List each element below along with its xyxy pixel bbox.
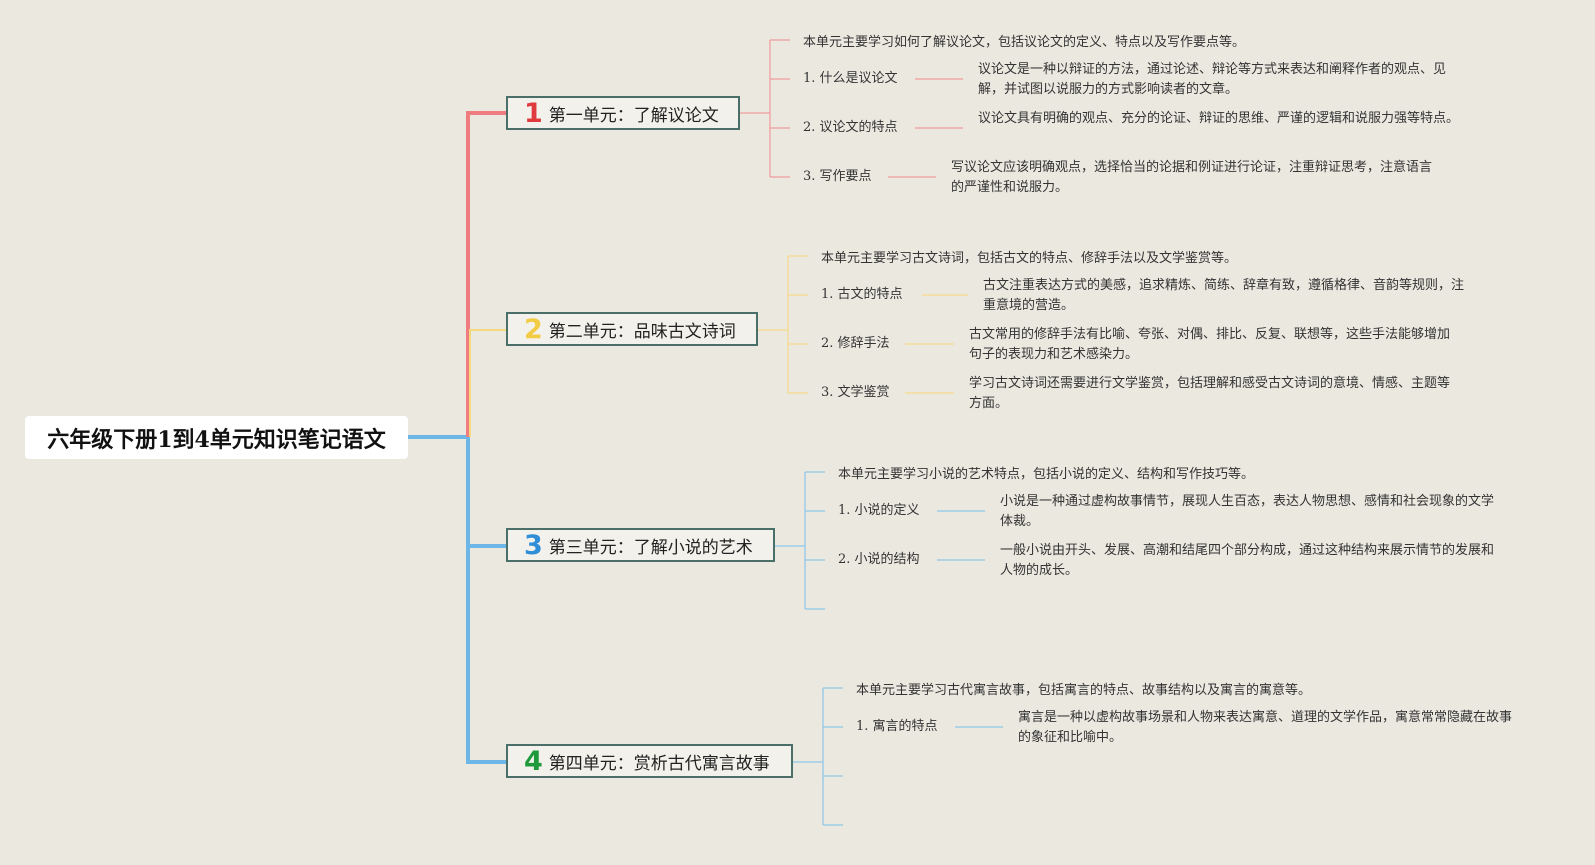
unit-2-item-1-desc[interactable]: 古文注重表达方式的美感，追求精炼、简练、辞章有致，遵循格律、音韵等规则，注重意境… <box>983 278 1465 313</box>
unit-2-item-3-desc[interactable]: 学习古文诗词还需要进行文学鉴赏，包括理解和感受古文诗词的意境、情感、主题等方面。 <box>969 376 1451 411</box>
unit-1-item-1-desc[interactable]: 议论文是一种以辩证的方法，通过论述、辩论等方式来表达和阐释作者的观点、见解，并试… <box>978 62 1447 97</box>
unit-3-item-2-label[interactable]: 2. 小说的结构 <box>838 552 920 567</box>
unit-1-item-3-desc[interactable]: 写议论文应该明确观点，选择恰当的论据和例证进行论证，注重辩证思考，注意语言的严谨… <box>951 160 1433 195</box>
unit-3-summary[interactable]: 本单元主要学习小说的艺术特点，包括小说的定义、结构和写作技巧等。 <box>838 467 1255 482</box>
unit-4-node[interactable]: 4 第四单元：赏析古代寓言故事 <box>506 744 793 778</box>
unit-3-number: 3 <box>524 529 543 561</box>
unit-2-item-3-label[interactable]: 3. 文学鉴赏 <box>821 385 890 400</box>
unit-3-item-1-desc[interactable]: 小说是一种通过虚构故事情节，展现人生百态，表达人物思想、感情和社会现象的文学体裁… <box>1000 494 1495 529</box>
unit-2-node[interactable]: 2 第二单元：品味古文诗词 <box>506 312 758 346</box>
unit-2-item-1-label[interactable]: 1. 古文的特点 <box>821 287 903 302</box>
unit-3-node[interactable]: 3 第三单元：了解小说的艺术 <box>506 528 775 562</box>
unit-4-item-1-label[interactable]: 1. 寓言的特点 <box>856 719 938 734</box>
unit-1-item-1-label[interactable]: 1. 什么是议论文 <box>803 71 898 86</box>
unit-1-number: 1 <box>524 97 543 129</box>
unit-2-item-2-desc[interactable]: 古文常用的修辞手法有比喻、夸张、对偶、排比、反复、联想等，这些手法能够增加句子的… <box>969 327 1451 362</box>
unit-1-item-2-label[interactable]: 2. 议论文的特点 <box>803 120 898 135</box>
unit-1-item-2-desc[interactable]: 议论文具有明确的观点、充分的论证、辩证的思维、严谨的逻辑和说服力强等特点。 <box>978 111 1460 126</box>
root-topic[interactable]: 六年级下册1到4单元知识笔记语文 <box>25 416 408 459</box>
unit-3-item-1-label[interactable]: 1. 小说的定义 <box>838 503 920 518</box>
unit-3-item-2-desc[interactable]: 一般小说由开头、发展、高潮和结尾四个部分构成，通过这种结构来展示情节的发展和人物… <box>1000 543 1495 578</box>
unit-4-summary[interactable]: 本单元主要学习古代寓言故事，包括寓言的特点、故事结构以及寓言的寓意等。 <box>856 683 1312 698</box>
unit-2-summary[interactable]: 本单元主要学习古文诗词，包括古文的特点、修辞手法以及文学鉴赏等。 <box>821 251 1238 266</box>
unit-1-item-3-label[interactable]: 3. 写作要点 <box>803 169 872 184</box>
unit-1-node[interactable]: 1 第一单元：了解议论文 <box>506 96 740 130</box>
unit-3-title: 第三单元：了解小说的艺术 <box>548 537 753 558</box>
unit-1-summary[interactable]: 本单元主要学习如何了解议论文，包括议论文的定义、特点以及写作要点等。 <box>803 35 1246 50</box>
unit-1-title: 第一单元：了解议论文 <box>548 105 719 126</box>
unit-4-item-1-desc[interactable]: 寓言是一种以虚构故事场景和人物来表达寓意、道理的文学作品，寓意常常隐藏在故事的象… <box>1018 710 1513 745</box>
unit-2-number: 2 <box>524 313 543 345</box>
unit-4-number: 4 <box>524 745 543 777</box>
unit-2-item-2-label[interactable]: 2. 修辞手法 <box>821 336 890 351</box>
unit-4-title: 第四单元：赏析古代寓言故事 <box>548 753 770 774</box>
unit-2-title: 第二单元：品味古文诗词 <box>548 321 736 342</box>
